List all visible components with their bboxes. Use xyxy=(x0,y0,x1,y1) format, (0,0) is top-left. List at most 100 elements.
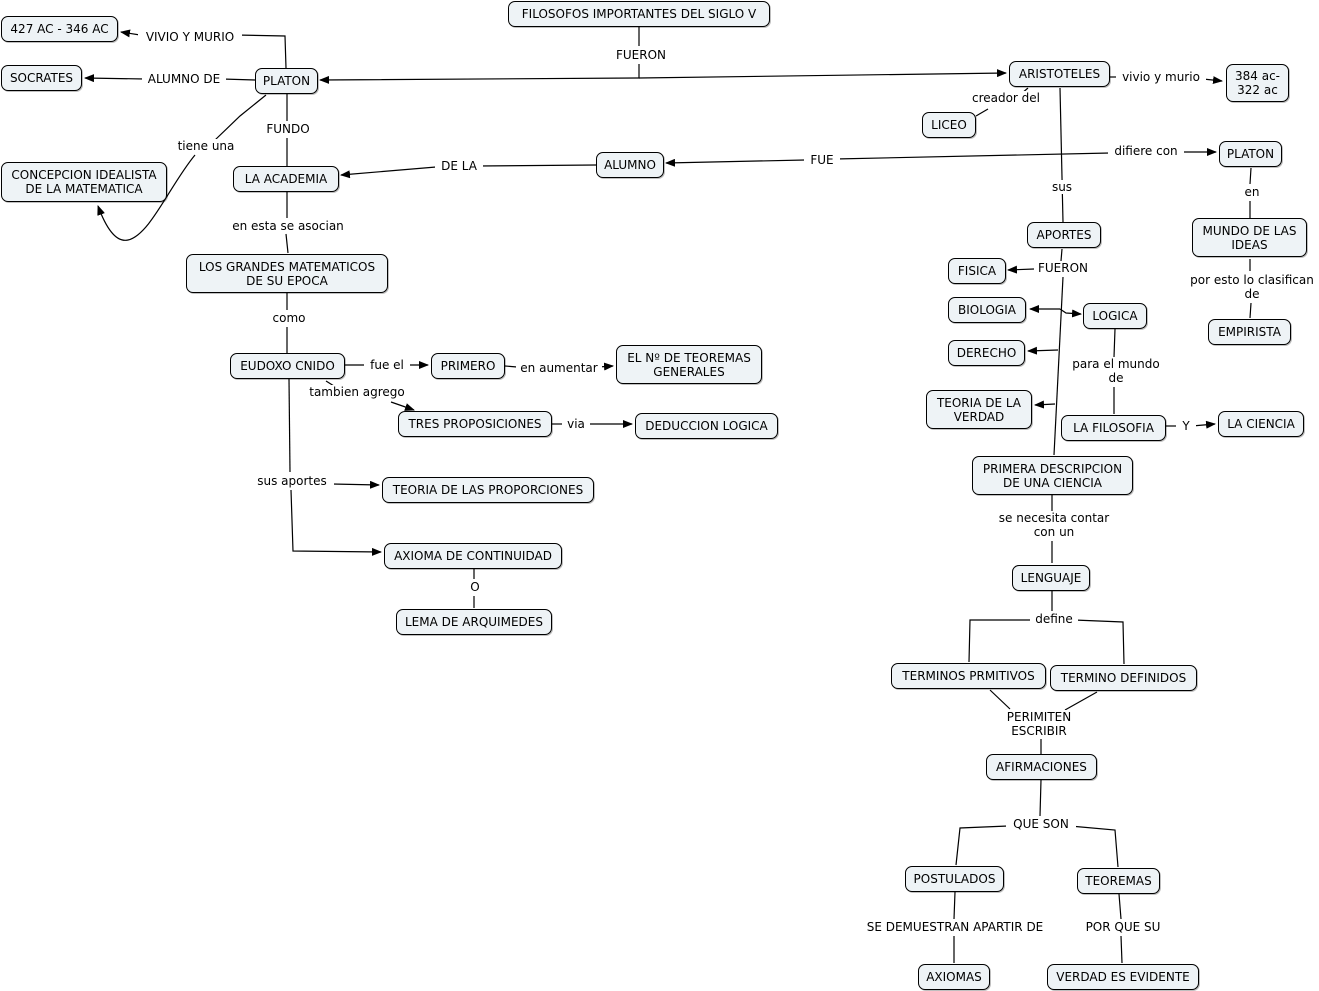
concept-title[interactable]: FILOSOFOS IMPORTANTES DEL SIGLO V xyxy=(508,1,770,27)
edge-aristoteles-spine xyxy=(1059,87,1064,223)
edge-fueron-aristoteles xyxy=(638,69,1007,79)
concept-platon[interactable]: PLATON xyxy=(255,68,318,94)
edge-eudoxo-susaportes xyxy=(288,378,291,473)
edge-aportes-fueron xyxy=(1060,248,1063,262)
edge-primero-enaumentar xyxy=(504,365,518,368)
edge-spine-derecho xyxy=(1027,346,1059,355)
edge-platon-tieneuna xyxy=(214,94,267,141)
edge-prim-permiten xyxy=(989,689,1011,710)
link-sus: sus xyxy=(1046,180,1078,194)
link-tiene-una: tiene una xyxy=(172,139,240,153)
edge-spine-logica xyxy=(1059,308,1082,318)
concept-socrates[interactable]: SOCRATES xyxy=(1,65,82,91)
link-fundo: FUNDO xyxy=(260,122,316,136)
concept-primero[interactable]: PRIMERO xyxy=(431,353,505,379)
edge-platon2-en xyxy=(1249,167,1252,185)
link-fueron-aportes: FUERON xyxy=(1034,261,1092,275)
concept-ciencia[interactable]: LA CIENCIA xyxy=(1218,411,1304,437)
edge-define-def xyxy=(1073,619,1125,665)
link-creador-del: creador del xyxy=(966,91,1046,105)
concept-axiomas[interactable]: AXIOMAS xyxy=(918,964,990,990)
edge-creador-liceo xyxy=(975,108,989,117)
edge-enesta-grandes xyxy=(285,233,289,254)
link-define: define xyxy=(1030,612,1078,626)
edge-porque-verdad xyxy=(1120,935,1123,964)
link-y: Y xyxy=(1176,419,1196,433)
edge-porEsto-empirista xyxy=(1249,302,1252,319)
link-se-demuestran: SE DEMUESTRAN APARTIR DE xyxy=(856,920,1054,934)
concept-liceo[interactable]: LICEO xyxy=(922,112,976,138)
edge-spine-verdad xyxy=(1034,400,1056,409)
concept-dates-platon[interactable]: 427 AC - 346 AC xyxy=(1,16,118,42)
edge-susaportes-axioma xyxy=(290,489,382,556)
link-en: en xyxy=(1240,185,1264,199)
edge-fueron-platon xyxy=(319,64,640,84)
link-alumno-de: ALUMNO DE xyxy=(142,72,226,86)
concept-alumno[interactable]: ALUMNO xyxy=(596,152,664,178)
link-o: O xyxy=(465,580,485,594)
concept-derecho[interactable]: DERECHO xyxy=(948,340,1025,366)
link-de-la: DE LA xyxy=(435,159,483,173)
link-como: como xyxy=(266,311,312,325)
edge-post-sedemuestran xyxy=(953,891,956,920)
concept-postulados[interactable]: POSTULADOS xyxy=(905,866,1004,892)
concept-teoria-verdad[interactable]: TEORIA DE LA VERDAD xyxy=(926,390,1032,429)
edge-fue-alumno xyxy=(665,158,806,167)
edge-vivio-dates xyxy=(120,29,141,38)
concept-verdad-evidente[interactable]: VERDAD ES EVIDENTE xyxy=(1047,964,1199,990)
concept-biologia[interactable]: BIOLOGIA xyxy=(948,297,1026,323)
link-difiere-con: difiere con xyxy=(1108,144,1184,158)
concept-concepcion[interactable]: CONCEPCION IDEALISTA DE LA MATEMATICA xyxy=(1,162,167,202)
concept-teoremas-generales[interactable]: EL Nº DE TEOREMAS GENERALES xyxy=(616,345,762,384)
concept-eudoxo[interactable]: EUDOXO CNIDO xyxy=(230,353,345,379)
edge-tieneuna-concepcion xyxy=(97,154,196,241)
edge-fueron-spine xyxy=(1053,276,1064,456)
link-vivio-murio: VIVIO Y MURIO xyxy=(138,30,242,44)
concept-afirmaciones[interactable]: AFIRMACIONES xyxy=(986,754,1097,780)
edge-vivio-dates2 xyxy=(1202,76,1223,85)
edge-queson-post xyxy=(955,825,1009,866)
edge-alumno-dela xyxy=(477,164,597,167)
link-en-esta: en esta se asocian xyxy=(226,219,350,233)
link-para-el-mundo: para el mundo de xyxy=(1064,357,1168,385)
concept-dates-aristoteles[interactable]: 384 ac- 322 ac xyxy=(1226,64,1289,102)
concept-academia[interactable]: LA ACADEMIA xyxy=(233,166,339,192)
edge-teor-porque xyxy=(1118,893,1122,920)
concept-empirista[interactable]: EMPIRISTA xyxy=(1208,319,1291,345)
concept-teoria-proporciones[interactable]: TEORIA DE LAS PROPORCIONES xyxy=(382,477,594,503)
link-via: via xyxy=(562,417,590,431)
concept-terminos-primitivos[interactable]: TERMINOS PRMITIVOS xyxy=(891,663,1046,689)
link-permiten: PERIMITEN ESCRIBIR xyxy=(998,710,1080,738)
concept-grandes[interactable]: LOS GRANDES MATEMATICOS DE SU EPOCA xyxy=(186,254,388,293)
edge-afirm-queson xyxy=(1039,779,1042,817)
concept-axioma-continuidad[interactable]: AXIOMA DE CONTINUIDAD xyxy=(384,543,562,569)
concept-aristoteles[interactable]: ARISTOTELES xyxy=(1009,61,1110,87)
concept-teoremas[interactable]: TEOREMAS xyxy=(1077,868,1160,894)
edge-platon-vivio xyxy=(235,34,287,69)
concept-terminos-definidos[interactable]: TERMINO DEFINIDOS xyxy=(1050,665,1197,691)
concept-primera-descripcion[interactable]: PRIMERA DESCRIPCION DE UNA CIENCIA xyxy=(972,456,1133,495)
concept-deduccion-logica[interactable]: DEDUCCION LOGICA xyxy=(635,413,778,439)
edge-tambien-tres xyxy=(390,401,415,411)
concept-filosofia[interactable]: LA FILOSOFIA xyxy=(1061,415,1166,441)
edge-fue-difiere xyxy=(834,152,1111,160)
edge-alumnode-socrates xyxy=(84,74,146,83)
link-por-que-su: POR QUE SU xyxy=(1078,920,1168,934)
concept-lema-arquimedes[interactable]: LEMA DE ARQUIMEDES xyxy=(396,609,552,635)
concept-lenguaje[interactable]: LENGUAJE xyxy=(1012,565,1090,591)
concept-platon-2[interactable]: PLATON xyxy=(1219,141,1282,167)
link-tambien-agrego: tambien agrego xyxy=(304,385,410,399)
link-que-son: QUE SON xyxy=(1006,817,1076,831)
edge-define-prim xyxy=(968,619,1030,663)
concept-logica[interactable]: LOGICA xyxy=(1083,303,1147,329)
edge-platon-alumnode xyxy=(221,78,256,81)
concept-fisica[interactable]: FISICA xyxy=(948,258,1006,284)
edge-queson-teor xyxy=(1069,825,1119,868)
concept-aportes[interactable]: APORTES xyxy=(1027,222,1101,248)
link-fue-el: fue el xyxy=(364,358,410,372)
concept-mundo-ideas[interactable]: MUNDO DE LAS IDEAS xyxy=(1192,218,1307,257)
edge-def-permiten xyxy=(1064,691,1098,711)
link-en-aumentar: en aumentar xyxy=(516,361,602,375)
concept-tres-proposiciones[interactable]: TRES PROPOSICIONES xyxy=(398,411,552,437)
